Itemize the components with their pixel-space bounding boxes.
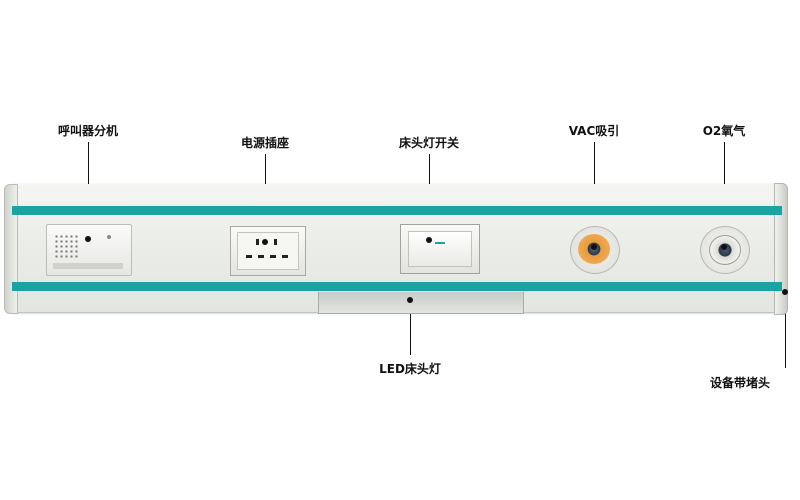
label-o2-outlet: O2氧气	[702, 124, 746, 138]
socket-face	[237, 232, 299, 270]
vac-outlet-unit	[570, 226, 620, 274]
leader-led-light	[410, 300, 411, 355]
socket-pin-icon	[282, 255, 288, 258]
leader-dot	[591, 244, 597, 250]
call-station-unit	[46, 224, 132, 276]
label-vac-outlet: VAC吸引	[568, 124, 620, 138]
switch-indicator-icon	[435, 242, 445, 244]
o2-outlet-unit	[700, 226, 750, 274]
leader-dot	[721, 244, 727, 250]
leader-dot	[782, 289, 788, 295]
leader-dot	[262, 239, 268, 245]
socket-pin-icon	[258, 255, 264, 258]
label-call-station: 呼叫器分机	[57, 124, 119, 138]
label-power-socket: 电源插座	[240, 136, 290, 150]
label-lamp-switch: 床头灯开关	[398, 136, 460, 150]
left-end-cap	[4, 184, 18, 314]
led-bed-light	[318, 292, 524, 314]
socket-pin-icon	[270, 255, 276, 258]
leader-dot	[426, 237, 432, 243]
socket-pin-icon	[256, 239, 259, 245]
socket-pin-icon	[274, 239, 277, 245]
speaker-grille-icon	[54, 234, 80, 260]
top-stripe	[12, 206, 782, 215]
call-button-icon	[107, 235, 111, 239]
label-end-cap: 设备带堵头	[709, 376, 771, 390]
right-end-cap	[774, 183, 788, 315]
o2-outlet-core	[709, 235, 741, 265]
leader-dot	[407, 297, 413, 303]
leader-end-cap	[785, 292, 786, 368]
bottom-stripe	[12, 282, 782, 291]
socket-pin-icon	[246, 255, 252, 258]
label-led-light: LED床头灯	[379, 362, 441, 376]
lamp-switch-unit	[400, 224, 480, 274]
switch-rocker	[408, 231, 472, 267]
power-socket-unit	[230, 226, 306, 276]
leader-dot	[85, 236, 91, 242]
call-unit-strip	[53, 263, 123, 269]
